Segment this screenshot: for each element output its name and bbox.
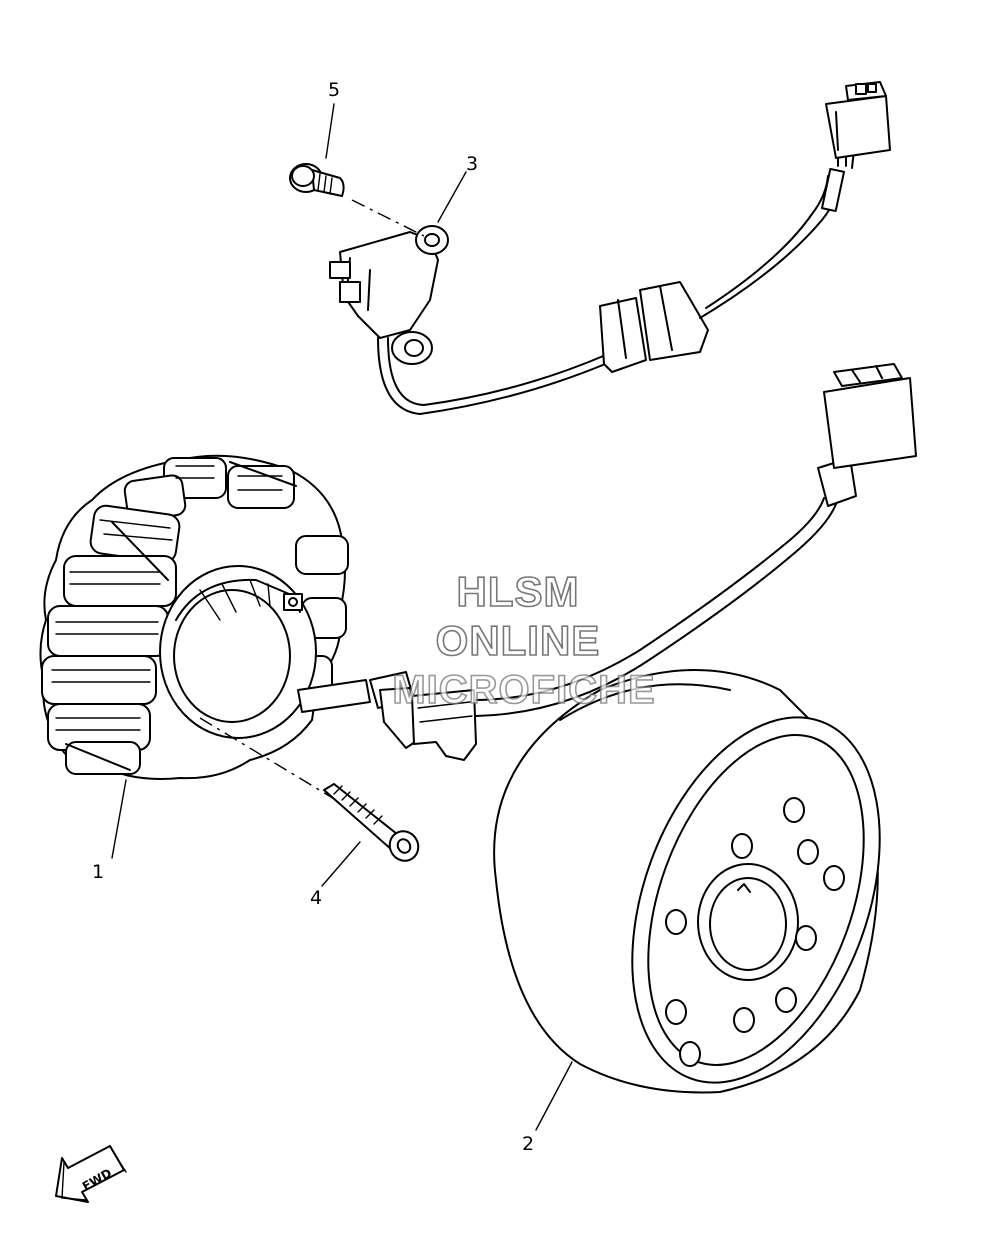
callout-5: 5 bbox=[328, 79, 340, 101]
part-2-flywheel bbox=[493, 669, 881, 1094]
leader-2 bbox=[535, 1061, 573, 1131]
part-1-stator bbox=[39, 454, 349, 780]
part-5-bolt bbox=[289, 163, 345, 197]
callout-2: 2 bbox=[522, 1133, 534, 1155]
callout-4: 4 bbox=[310, 887, 322, 909]
leader-1 bbox=[111, 779, 127, 859]
alignment-line-4 bbox=[199, 717, 337, 801]
leader-3 bbox=[437, 171, 467, 223]
callout-3: 3 bbox=[466, 153, 478, 175]
watermark-line-1: HLSM bbox=[456, 567, 580, 616]
part-3-pickup-coil bbox=[329, 81, 891, 415]
callout-1: 1 bbox=[92, 861, 104, 883]
leader-4 bbox=[321, 841, 361, 887]
watermark-line-2: ONLINE bbox=[435, 616, 601, 665]
watermark-line-3: MICROFICHE bbox=[392, 667, 656, 713]
fwd-arrow-icon: FWD bbox=[55, 1145, 127, 1203]
part-4-bolt bbox=[323, 783, 420, 862]
leader-5 bbox=[325, 103, 335, 159]
alignment-line-5 bbox=[351, 199, 425, 237]
stator-wire-harness bbox=[297, 363, 917, 761]
